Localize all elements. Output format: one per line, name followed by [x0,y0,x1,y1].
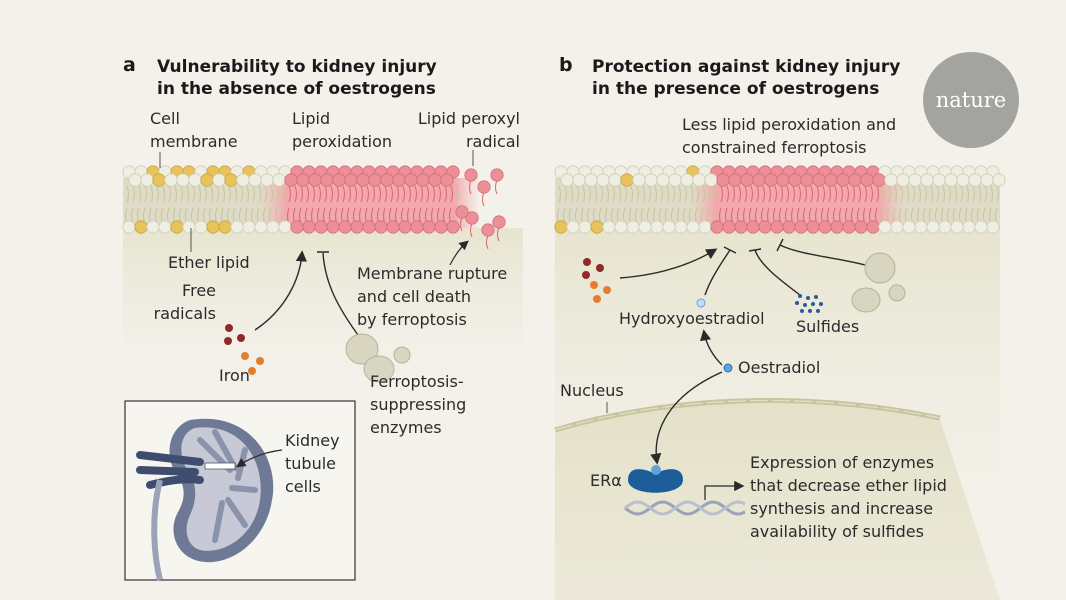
label-lipid-peroxidation: Lipid peroxidation [292,109,393,151]
ferroptosis-suppressing-enzymes-icon [345,333,411,383]
label-sulfides: Sulfides [796,317,860,336]
inhibit-hydroxyoestradiol [704,246,737,296]
arrow-iron-to-membrane [619,248,718,279]
label-hydroxyoestradiol: Hydroxyoestradiol [619,309,765,328]
label-less-peroxidation: Less lipid peroxidation and constrained … [682,115,897,157]
arrow-oestradiol-to-era [650,371,723,465]
arrow-oestradiol-to-hydroxy [699,329,723,366]
panel-b-title-line1: Protection against kidney injury [592,57,901,77]
nucleus [555,402,1000,600]
hydroxyoestradiol-molecule [696,298,706,308]
panel-a-title-line1: Vulnerability to kidney injury [157,57,437,77]
cell-membrane-b [554,165,1006,234]
sulfides-icon [795,294,823,313]
label-ether-lipid: Ether lipid [168,253,250,272]
nature-logo: nature [923,52,1019,148]
oestradiol-molecule [723,363,733,373]
panel-a-letter: a [123,54,136,76]
label-expression: Expression of enzymes that decrease ethe… [750,453,947,541]
free-radicals-and-iron-a [224,324,264,375]
kidney-icon [136,418,283,581]
inhibit-sulfides [748,248,801,296]
panel-a-title-line2: in the absence of oestrogens [157,79,436,99]
label-kidney-tubule-cells: Kidney tubule cells [285,431,340,496]
label-ferroptosis-enzymes: Ferroptosis- suppressing enzymes [370,372,467,437]
free-radicals-and-iron-b [582,258,611,303]
label-era: ERα [590,471,622,490]
panel-b-letter: b [559,54,573,76]
label-iron: Iron [219,366,250,385]
label-membrane-rupture: Membrane rupture and cell death by ferro… [357,264,508,329]
arrow-radicals-to-peroxidation [254,250,307,331]
era-receptor-icon [628,465,683,493]
label-cell-membrane: Cell membrane [150,109,238,151]
label-lipid-peroxyl-radical: Lipid peroxyl radical [417,109,520,151]
arrow-rupture [449,240,469,266]
label-oestradiol: Oestradiol [738,358,821,377]
panel-b-title-line2: in the presence of oestrogens [592,79,880,99]
dna-icon [624,500,746,516]
enzymes-b-icon [851,252,906,313]
cell-membrane-a [122,165,506,250]
arrow-expression [704,480,745,500]
inhibit-enzymes-b [776,238,866,266]
label-nucleus: Nucleus [560,381,624,400]
label-free-radicals: Free radicals [153,281,216,323]
inhibit-enzymes [317,251,359,336]
